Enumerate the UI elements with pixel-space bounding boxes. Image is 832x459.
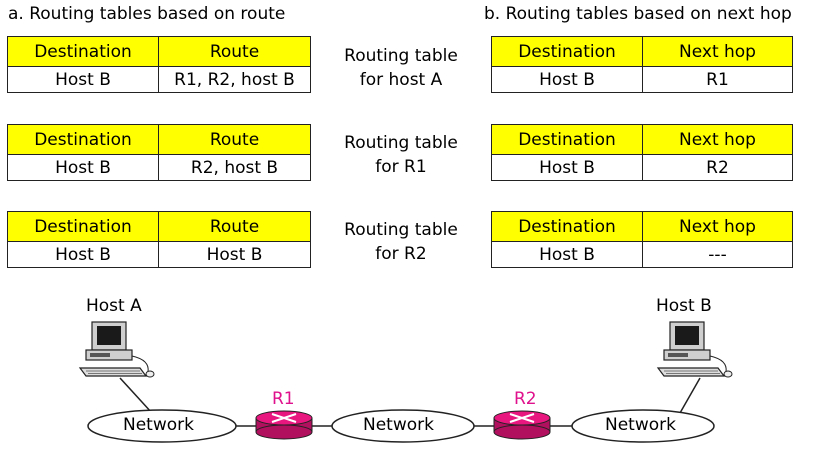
header-destination: Destination xyxy=(7,124,159,155)
header-route: Route xyxy=(158,124,311,155)
host-a-label: Host A xyxy=(86,296,142,316)
header-destination: Destination xyxy=(491,211,643,242)
cell-next-hop: R1 xyxy=(642,66,793,93)
cell-destination: Host B xyxy=(7,154,159,181)
label-line: Routing table xyxy=(344,133,458,153)
section-title-route: a. Routing tables based on route xyxy=(8,4,286,24)
network-1-label: Network xyxy=(123,415,194,435)
network-2-label: Network xyxy=(363,415,434,435)
header-route: Route xyxy=(158,36,311,67)
link-host-b xyxy=(679,377,701,414)
cell-destination: Host B xyxy=(7,241,159,268)
header-next-hop: Next hop xyxy=(642,124,793,155)
host-b-label: Host B xyxy=(656,296,712,316)
label-line: for R1 xyxy=(375,157,427,177)
label-line: for host A xyxy=(359,70,443,90)
label-line: for R2 xyxy=(375,244,427,264)
header-destination: Destination xyxy=(491,124,643,155)
cell-route: Host B xyxy=(158,241,311,268)
router-r1-label: R1 xyxy=(272,389,295,409)
header-route: Route xyxy=(158,211,311,242)
cell-destination: Host B xyxy=(491,241,643,268)
label-routing-table-r1: Routing table for R1 xyxy=(320,131,482,179)
header-destination: Destination xyxy=(7,211,159,242)
cell-next-hop: R2 xyxy=(642,154,793,181)
cell-destination: Host B xyxy=(491,154,643,181)
cell-destination: Host B xyxy=(7,66,159,93)
network-1 xyxy=(87,409,237,443)
network-3 xyxy=(571,409,715,443)
network-2 xyxy=(331,409,475,443)
label-line: Routing table xyxy=(344,220,458,240)
network-3-label: Network xyxy=(605,415,676,435)
cell-route: R1, R2, host B xyxy=(158,66,311,93)
host-b-computer-icon xyxy=(656,321,733,378)
router-r2-label: R2 xyxy=(514,389,537,409)
router-r2-icon xyxy=(493,410,551,440)
label-routing-table-r2: Routing table for R2 xyxy=(320,218,482,266)
cell-route: R2, host B xyxy=(158,154,311,181)
cell-destination: Host B xyxy=(491,66,643,93)
router-r1-icon xyxy=(255,410,313,440)
section-title-next-hop: b. Routing tables based on next hop xyxy=(484,4,792,24)
link-host-a xyxy=(119,377,153,414)
header-destination: Destination xyxy=(7,36,159,67)
cell-next-hop: --- xyxy=(642,241,793,268)
label-line: Routing table xyxy=(344,46,458,66)
header-next-hop: Next hop xyxy=(642,36,793,67)
header-destination: Destination xyxy=(491,36,643,67)
header-next-hop: Next hop xyxy=(642,211,793,242)
host-a-computer-icon xyxy=(78,321,155,378)
label-routing-table-host-a: Routing table for host A xyxy=(320,44,482,92)
